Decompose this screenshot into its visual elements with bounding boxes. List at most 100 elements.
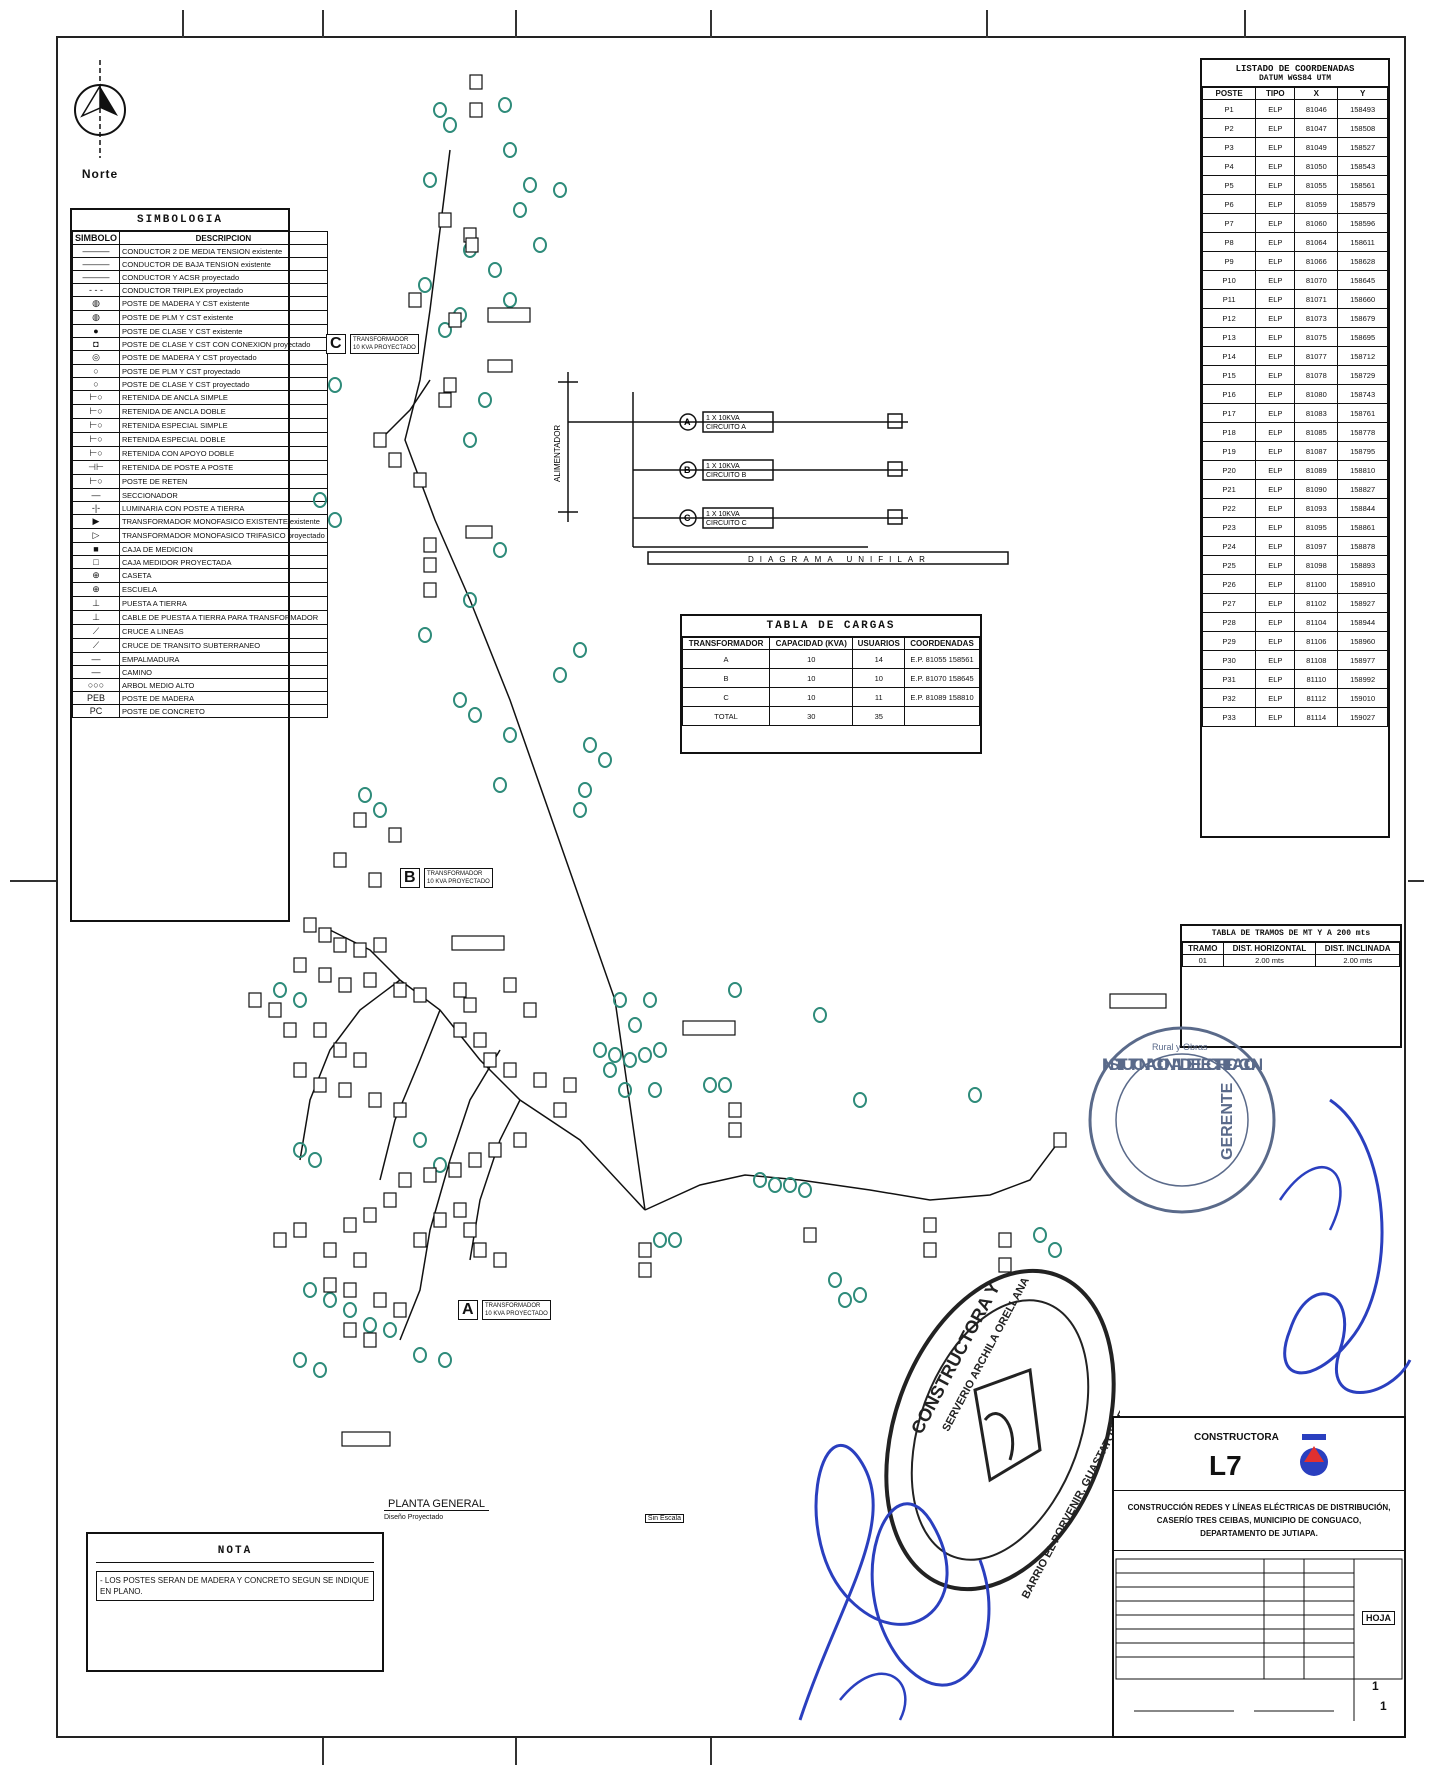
pole-marker-icon xyxy=(323,1242,337,1258)
pole-marker-icon xyxy=(463,997,477,1013)
tree-icon xyxy=(1048,1242,1062,1258)
pole-marker-icon xyxy=(343,1217,357,1233)
tree-icon xyxy=(513,202,527,218)
stamp2-mid: GERENTE xyxy=(1219,1082,1236,1160)
legend-row: —SECCIONADOR xyxy=(72,488,328,502)
project-line2: CASERÍO TRES CEIBAS, MUNICIPIO DE CONGUA… xyxy=(1156,1516,1362,1525)
tramos-cell: 2.00 mts xyxy=(1222,954,1317,967)
pole-marker-icon xyxy=(393,1302,407,1318)
pole-marker-icon xyxy=(318,927,332,943)
pole-marker-icon xyxy=(368,1092,382,1108)
project-description: CONSTRUCCIÓN REDES Y LÍNEAS ELÉCTRICAS D… xyxy=(1114,1491,1404,1551)
diagram-circuit-b: CIRCUITO B xyxy=(706,472,747,479)
north-arrow-icon xyxy=(74,60,126,158)
pole-marker-icon xyxy=(303,917,317,933)
diagram-node-b: B xyxy=(684,465,691,475)
tree-icon xyxy=(728,982,742,998)
coordinates-panel: LISTADO DE COORDENADAS DATUM WGS84 UTM P… xyxy=(1200,58,1390,838)
pole-marker-icon xyxy=(293,1062,307,1078)
sheet-label: HOJA xyxy=(1362,1611,1396,1625)
note-panel: NOTA - LOS POSTES SERAN DE MADERA Y CONC… xyxy=(86,1532,384,1672)
coords-cell: 81114 xyxy=(1294,707,1339,727)
legend-panel: SIMBOLOGIA SIMBOLO DESCRIPCION ———CONDUC… xyxy=(70,208,328,922)
tree-icon xyxy=(753,1172,767,1188)
legend-row: ⊣⊢RETENIDA DE POSTE A POSTE xyxy=(72,460,328,475)
spans-table-title: TABLA DE TRAMOS DE MT Y A 200 mts xyxy=(1182,926,1400,942)
tree-icon xyxy=(653,1042,667,1058)
cargas-cell: TOTAL xyxy=(681,706,771,726)
tree-icon xyxy=(598,752,612,768)
tree-icon xyxy=(968,1087,982,1103)
coords-cell: 159027 xyxy=(1337,707,1388,727)
tree-icon xyxy=(383,1322,397,1338)
title-block-header: CONSTRUCTORA L7 xyxy=(1114,1418,1404,1491)
single-line-diagram-svg: ALIMENTADOR A B C 1 X 10KVA 1 X 10KVA 1 … xyxy=(553,372,1009,565)
tree-icon xyxy=(653,1232,667,1248)
plan-title: PLANTA GENERAL xyxy=(384,1498,489,1511)
institution-stamp: INSTITUTO NACIONAL DE ELECTRIFICACION GE… xyxy=(1088,1026,1276,1214)
legend-row: ⊥PUESTA A TIERRA xyxy=(72,596,328,611)
tree-icon xyxy=(503,292,517,308)
frame-tick xyxy=(10,880,56,882)
diagram-circuit-c: CIRCUITO C xyxy=(706,520,747,527)
tree-icon xyxy=(828,1272,842,1288)
pole-marker-icon xyxy=(493,1252,507,1268)
pole-marker-icon xyxy=(393,982,407,998)
tree-icon xyxy=(498,97,512,113)
legend-row: ◘POSTE DE CLASE Y CST CON CONEXION proye… xyxy=(72,337,328,351)
legend-row: ○POSTE DE CLASE Y CST proyectado xyxy=(72,377,328,391)
legend-title: SIMBOLOGIA xyxy=(72,210,288,231)
tree-icon xyxy=(463,432,477,448)
tree-icon xyxy=(323,1292,337,1308)
pole-marker-icon xyxy=(353,812,367,828)
pole-marker-icon xyxy=(338,1082,352,1098)
tree-icon xyxy=(433,102,447,118)
diagram-circuit-a: CIRCUITO A xyxy=(706,424,746,431)
tree-icon xyxy=(313,1362,327,1378)
cargas-cell xyxy=(904,706,980,726)
transformer-b-id: B xyxy=(400,868,420,888)
transformer-a-line2: 10 KVA PROYECTADO xyxy=(485,1311,548,1317)
pole-marker-icon xyxy=(248,992,262,1008)
pole-marker-icon xyxy=(313,1022,327,1038)
pole-marker-icon xyxy=(453,982,467,998)
pole-marker-icon xyxy=(323,1277,337,1293)
tree-icon xyxy=(413,1132,427,1148)
tree-icon xyxy=(533,237,547,253)
pole-marker-icon xyxy=(283,1022,297,1038)
load-table-title: TABLA DE CARGAS xyxy=(682,616,980,637)
pole-marker-icon xyxy=(728,1122,742,1138)
pole-marker-icon xyxy=(448,312,462,328)
tree-icon xyxy=(418,277,432,293)
pole-marker-icon xyxy=(423,1167,437,1183)
pole-marker-icon xyxy=(353,1252,367,1268)
tree-icon xyxy=(623,1052,637,1068)
pole-markers xyxy=(248,74,1067,1348)
pole-marker-icon xyxy=(333,852,347,868)
legend-row: ⊢○RETENIDA DE ANCLA DOBLE xyxy=(72,404,328,419)
coords-cell: P33 xyxy=(1201,707,1257,727)
signature-left xyxy=(798,1443,991,1721)
company-label: CONSTRUCTORA xyxy=(1194,1432,1279,1443)
pole-marker-icon xyxy=(413,987,427,1003)
pole-marker-icon xyxy=(553,1102,567,1118)
transformer-a-id: A xyxy=(458,1300,478,1320)
diagram-node-a: A xyxy=(684,417,691,427)
tree-icon xyxy=(493,542,507,558)
tree-icon xyxy=(573,802,587,818)
stamp2-top: INSTITUTO NACIONAL DE ELECTRIFICACION xyxy=(1102,1055,1263,1074)
tree-icon xyxy=(703,1077,717,1093)
pole-marker-icon xyxy=(523,1002,537,1018)
company-stamp: CONSTRUCTORA Y SERVERIO ARCHILA ORELLANA… xyxy=(884,1268,1120,1601)
tree-markers xyxy=(273,97,1062,1378)
pole-marker-icon xyxy=(423,557,437,573)
tree-icon xyxy=(583,737,597,753)
